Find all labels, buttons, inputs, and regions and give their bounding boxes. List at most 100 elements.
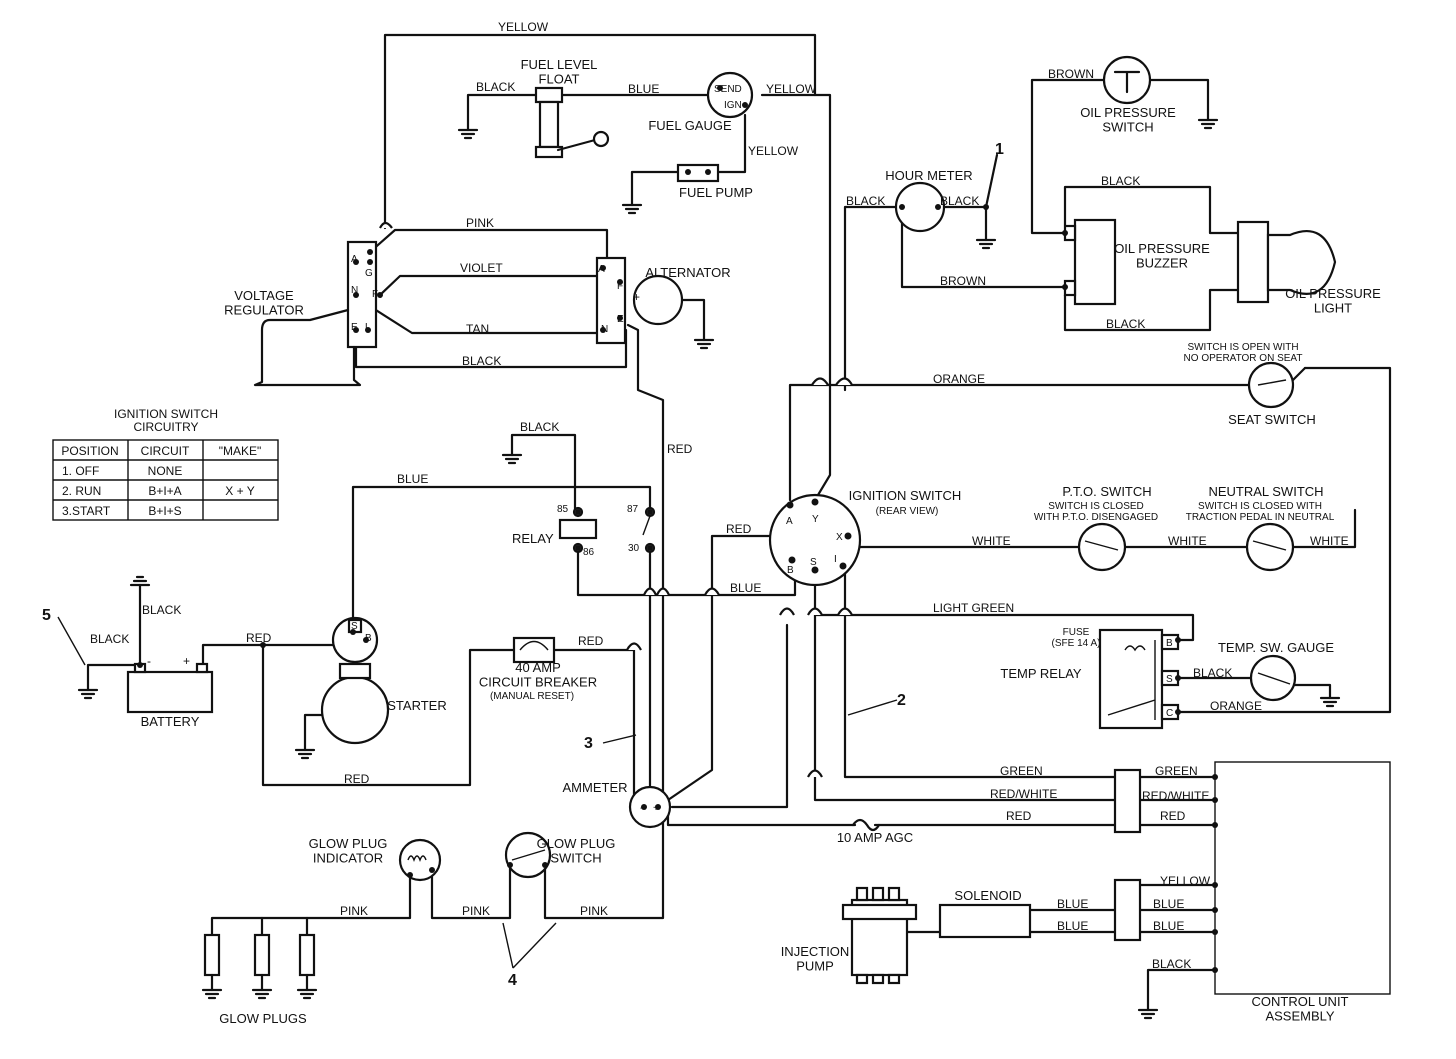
wire-brown-hm (900, 205, 1067, 289)
wire-brown-ops (1030, 78, 1107, 235)
table-cell: B+I+A (148, 484, 181, 498)
wire-label: RED/WHITE (990, 787, 1057, 801)
wire-orange-top (788, 383, 1257, 502)
wire-yellow-top (383, 33, 817, 230)
pin-label: 85 (557, 504, 569, 515)
wire-label: YELLOW (498, 20, 549, 34)
wire-label: BLACK (462, 354, 501, 368)
connection-dot (353, 292, 359, 298)
wire-label: RED/WHITE (1142, 789, 1209, 803)
wire-pump-ground (630, 170, 680, 207)
wire-ign-sw-s (670, 623, 789, 809)
pin-label: 30 (628, 543, 640, 554)
label-hour-meter: HOUR METER (885, 168, 972, 183)
connection-dot (600, 265, 606, 271)
pin-label: S (351, 621, 358, 632)
ammeter-block (628, 785, 672, 829)
callout-1: 1 (995, 141, 1004, 158)
pin-label: B (1166, 638, 1173, 649)
wire-red-batt (201, 643, 347, 667)
label-ignition-switch: IGNITION SWITCH (849, 488, 962, 503)
wire-violet (378, 274, 605, 297)
callout-3: 3 (584, 735, 593, 752)
wire-yellow-ign (813, 93, 832, 502)
label-fuel-gauge: FUEL GAUGE (648, 118, 732, 133)
connection-dot (407, 872, 413, 878)
table-cell: 1. OFF (62, 464, 99, 478)
pin-labels: A G F N E L A F E N + A Y X B S I 85 87 … (147, 254, 1173, 814)
pin-label: S (1166, 674, 1173, 685)
fuel-pump (676, 163, 720, 183)
wire-label: LIGHT GREEN (933, 601, 1014, 615)
wire-label: RED (726, 522, 752, 536)
pin-label: E (351, 322, 358, 333)
wire-label: BLACK (940, 194, 979, 208)
wire-label: PINK (340, 904, 368, 918)
wire-label: BLUE (1153, 897, 1184, 911)
wire-pink-gp2 (430, 863, 512, 920)
connection-dot (617, 279, 623, 285)
hop (807, 769, 823, 778)
circuit-breaker (512, 636, 556, 664)
hop (656, 587, 670, 596)
label-fuel-gauge-send: SEND (714, 84, 742, 95)
wire-label: BLACK (1106, 317, 1145, 331)
glow-plug-indicator (398, 838, 442, 882)
connection-dot (1175, 675, 1181, 681)
connection-dot (935, 204, 941, 210)
connection-dot (1212, 774, 1218, 780)
pin-label: - (640, 803, 643, 814)
table-header: "MAKE" (219, 444, 262, 458)
wire-label: WHITE (1310, 534, 1349, 548)
wire-blue-ign (576, 546, 797, 597)
callout-labels: 1 2 3 4 5 (42, 141, 1004, 989)
wire-label: BLACK (90, 632, 129, 646)
pin-label: E (617, 314, 624, 325)
ground-symbol (975, 238, 997, 250)
wire-red-alt (626, 323, 665, 797)
wire-label: RED (246, 631, 272, 645)
wire-label: ORANGE (1210, 699, 1262, 713)
wire-labels: YELLOW BLACK BLUE YELLOW YELLOW PINK VIO… (90, 20, 1349, 971)
wire-label: RED (1006, 809, 1032, 823)
neutral-switch (1245, 522, 1295, 572)
wire-light-green (813, 570, 1195, 642)
connection-dot (353, 259, 359, 265)
wire-label: BLUE (628, 82, 659, 96)
label-relay: RELAY (512, 531, 554, 546)
connection-dot (1175, 709, 1181, 715)
ground-symbol (457, 128, 479, 140)
table-cell: 2. RUN (62, 484, 101, 498)
ground-symbol (1319, 696, 1341, 708)
connection-dot (655, 804, 661, 810)
label-starter: STARTER (387, 698, 446, 713)
fuel-gauge (706, 71, 754, 119)
pin-label: I (834, 554, 837, 565)
pin-label: A (786, 516, 793, 527)
connection-dot (1212, 797, 1218, 803)
hop (837, 607, 853, 616)
temp-gauge (1249, 654, 1297, 702)
ground-symbol (621, 203, 643, 215)
connection-dot (647, 545, 653, 551)
wire-label: BLACK (476, 80, 515, 94)
ground-symbol (501, 453, 523, 465)
pin-label: S (810, 557, 817, 568)
label-fuel-pump: FUEL PUMP (679, 185, 753, 200)
wire-label: VIOLET (460, 261, 503, 275)
wire-callout1-leader (984, 153, 999, 209)
wire-black-buzz-top (1063, 185, 1240, 235)
wire-label: ORANGE (933, 372, 985, 386)
label-fuel-gauge-ign: IGN (724, 100, 742, 111)
wire-label: YELLOW (748, 144, 799, 158)
